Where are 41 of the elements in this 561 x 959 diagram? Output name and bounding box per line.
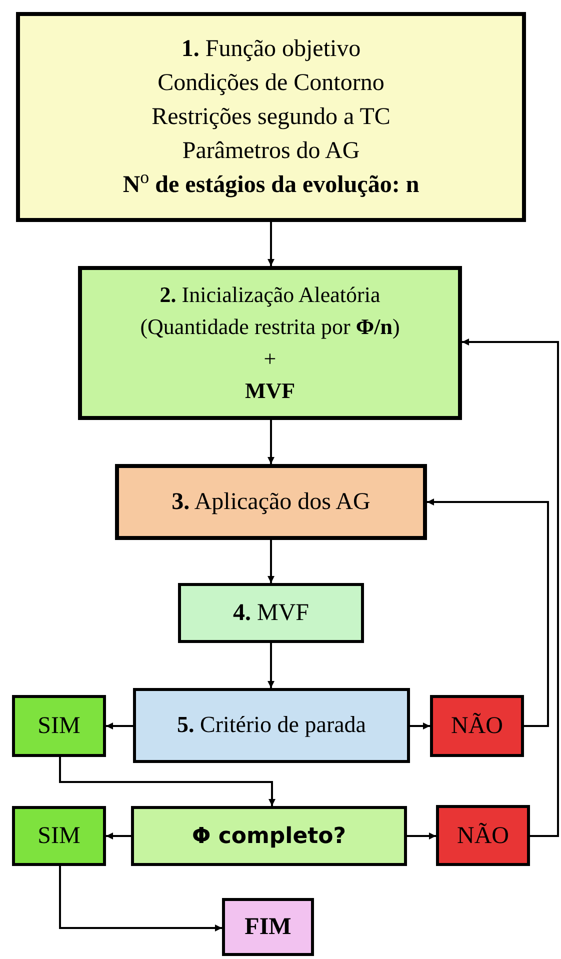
- node-text: (Quantidade restrita por Φ/n): [140, 313, 400, 341]
- node-text: Φ completo?: [192, 822, 346, 850]
- arrow: [268, 643, 274, 688]
- node-text: NÃO: [457, 822, 509, 850]
- arrow: [106, 832, 131, 840]
- node-text: NÃO: [451, 712, 503, 741]
- arrow: [407, 832, 436, 840]
- node-text: 3. Aplicação dos AG: [172, 488, 370, 517]
- node-text: FIM: [244, 913, 292, 942]
- arrow: [59, 757, 276, 806]
- arrow: [427, 498, 549, 727]
- process-box: [115, 464, 427, 540]
- yes-box: [12, 695, 106, 757]
- node-text: Condições de Contorno: [158, 69, 384, 98]
- node-text: Restrições segundo a TC: [152, 103, 390, 132]
- process-box: [78, 266, 462, 420]
- arrow: [268, 420, 274, 464]
- yes-box: [12, 806, 106, 866]
- no-box: [430, 695, 524, 757]
- node-text: SIM: [38, 822, 80, 851]
- end-box: [222, 898, 314, 956]
- node-text: Parâmetros do AG: [182, 137, 360, 166]
- no-box: [436, 805, 530, 866]
- node-text: 2. Inicialização Aleatória: [160, 281, 380, 309]
- node-text: SIM: [38, 712, 80, 741]
- arrow: [268, 222, 274, 266]
- node-text: 5. Critério de parada: [176, 711, 366, 740]
- arrow: [268, 540, 274, 583]
- arrow: [106, 722, 133, 730]
- arrow: [410, 722, 430, 730]
- node-text: +: [264, 345, 276, 373]
- arrow: [462, 338, 559, 837]
- node-text: 4. MVF: [232, 599, 310, 628]
- decision-box: [133, 688, 410, 763]
- process-box: [178, 583, 364, 643]
- decision-box: [131, 806, 407, 866]
- arrow: [59, 866, 222, 932]
- node-text: 1. Função objetivo: [181, 35, 361, 64]
- process-box: [16, 12, 526, 222]
- node-text: MVF: [244, 377, 296, 405]
- node-text: N$^{o}$ de estágios da evolução: n: [122, 168, 420, 200]
